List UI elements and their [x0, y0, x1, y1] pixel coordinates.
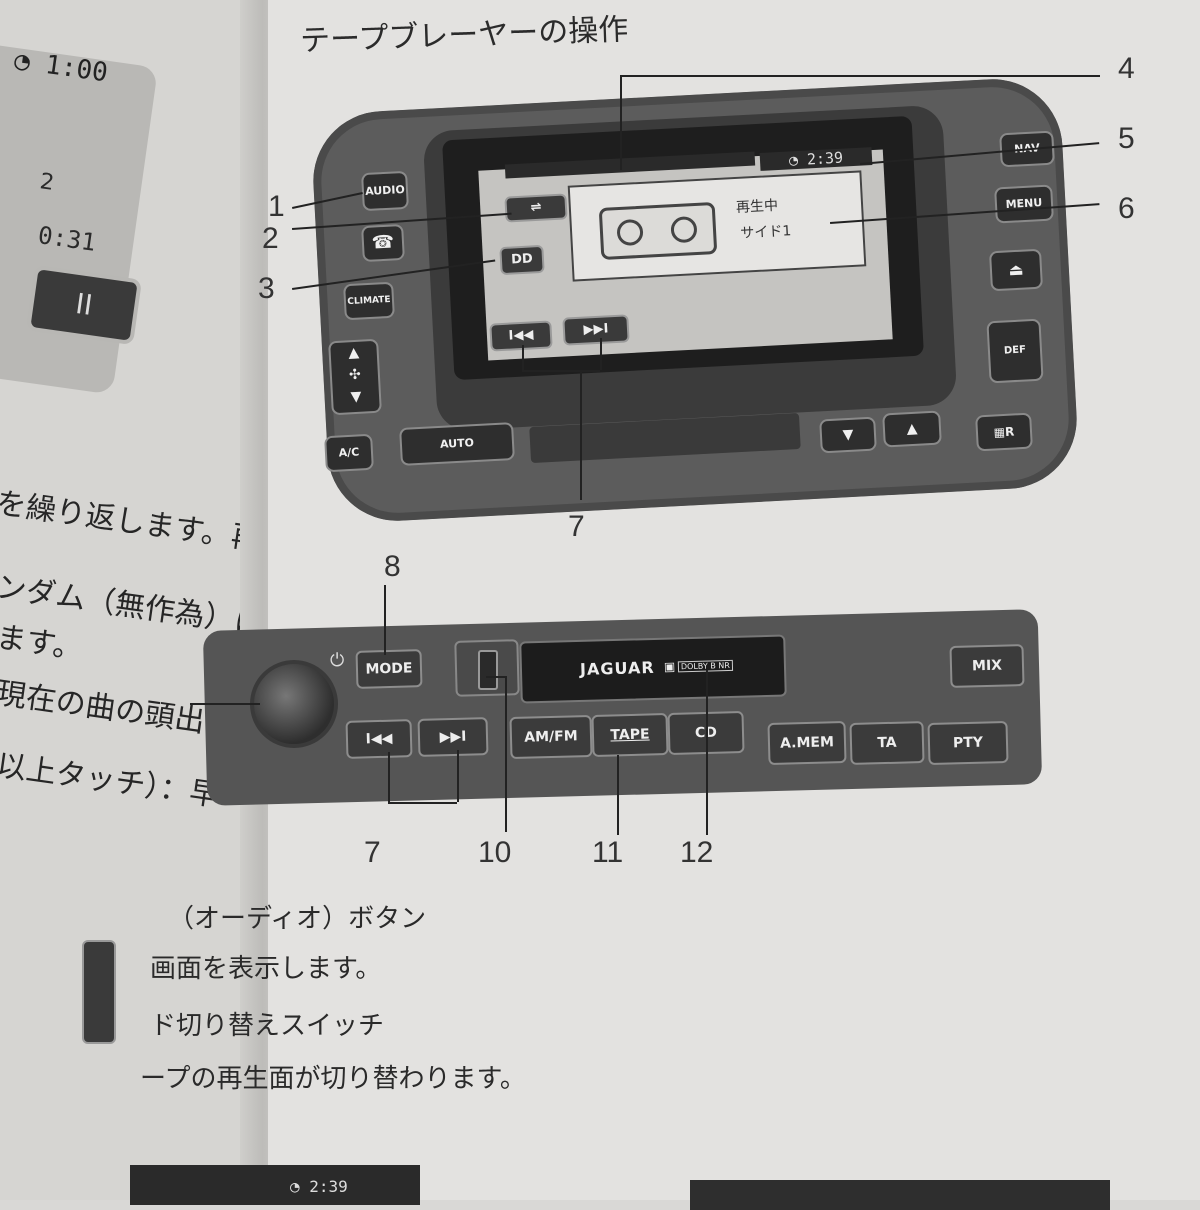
status-playing: 再生中 — [735, 197, 779, 216]
auto-button[interactable]: AUTO — [399, 422, 515, 466]
climate-button[interactable]: CLIMATE — [343, 281, 395, 321]
callout-line — [617, 755, 619, 835]
bottom-clock: ◔ 2:39 — [290, 1177, 348, 1196]
callout-line — [580, 370, 582, 500]
front-defrost-button[interactable]: DEF — [986, 318, 1044, 384]
radio-display: JAGUAR ▣ DOLBY B NR — [519, 634, 787, 704]
callout-1: 1 — [268, 190, 285, 223]
audio-button[interactable]: AUDIO — [361, 170, 409, 212]
callout-10: 10 — [478, 836, 512, 869]
eject-switch-icon — [82, 940, 116, 1044]
left-text-line: ます。 — [0, 619, 86, 667]
status-side: サイド1 — [740, 223, 792, 242]
callout-line — [600, 338, 602, 370]
bottom-screen-image-2 — [690, 1180, 1110, 1210]
bottom-screen-image: ◔ 2:39 — [130, 1165, 420, 1205]
ta-button[interactable]: TA — [849, 721, 925, 765]
left-text-line: を繰り返します。再 — [0, 485, 262, 558]
callout-line — [522, 345, 524, 370]
rear-defrost-button[interactable]: ▦R — [975, 412, 1033, 452]
callout-7-top: 7 — [568, 510, 585, 543]
callout-line — [505, 676, 507, 832]
left-text-line: 以上タッチ）：早 — [0, 747, 222, 814]
side-switch-button[interactable]: ⇌ — [504, 193, 568, 223]
vehicle-icon[interactable]: ⏏ — [988, 248, 1044, 292]
prev-button[interactable]: I◀◀ — [345, 719, 413, 759]
phone-icon[interactable]: ☎ — [361, 223, 405, 263]
menu-button[interactable]: MENU — [994, 184, 1054, 224]
amem-button[interactable]: A.MEM — [767, 720, 847, 766]
left-text-line: 現在の曲の頭出し — [0, 675, 237, 744]
power-icon: ⏻ — [330, 650, 345, 671]
callout-line — [457, 750, 459, 802]
callout-line — [620, 75, 622, 170]
next-button[interactable]: ▶▶I — [417, 717, 489, 757]
dolby-button[interactable]: DD — [499, 244, 545, 276]
mode-button[interactable]: MODE — [355, 649, 423, 689]
temp-up-button[interactable]: ▲ — [882, 410, 942, 448]
callout-2: 2 — [262, 222, 279, 255]
callout-line — [388, 802, 457, 804]
prev-track-button[interactable]: I◀◀ — [489, 320, 553, 352]
callout-8: 8 — [384, 550, 401, 583]
callout-line — [620, 75, 1100, 77]
callout-11: 11 — [592, 836, 624, 869]
amfm-button[interactable]: AM/FM — [509, 714, 593, 760]
ac-button[interactable]: A/C — [324, 433, 374, 473]
pty-button[interactable]: PTY — [927, 720, 1009, 766]
callout-line — [706, 670, 708, 835]
tape-button[interactable]: TAPE — [591, 713, 669, 757]
callout-line — [522, 370, 600, 372]
body-line-3: ド切り替えスイッチ — [150, 1011, 385, 1041]
reel-icon — [670, 215, 698, 244]
temp-down-button[interactable]: ▼ — [819, 416, 877, 454]
body-line-1: （オーディオ）ボタン — [168, 904, 427, 934]
callout-7-bottom: 7 — [364, 836, 381, 869]
next-track-button[interactable]: ▶▶I — [562, 314, 630, 346]
cassette-icon — [598, 202, 718, 260]
left-screen-image — [0, 40, 159, 395]
callout-line — [388, 752, 390, 802]
volume-knob[interactable] — [250, 660, 338, 748]
callout-line — [190, 703, 260, 705]
dolby-icon: ▣ — [663, 659, 676, 674]
callout-12: 12 — [680, 836, 714, 869]
callout-line — [384, 585, 386, 655]
fan-control[interactable]: ▲✣▼ — [328, 338, 382, 416]
mix-button[interactable]: MIX — [949, 644, 1025, 688]
callout-4: 4 — [1118, 52, 1135, 85]
brand-label: JAGUAR — [579, 657, 655, 679]
callout-5: 5 — [1118, 122, 1135, 155]
eject-button[interactable] — [478, 650, 498, 690]
reel-icon — [616, 218, 644, 247]
callout-3: 3 — [258, 272, 275, 305]
callout-line — [486, 676, 505, 678]
body-line-4: ープの再生面が切り替わります。 — [140, 1064, 526, 1094]
body-line-2: 画面を表示します。 — [150, 954, 382, 984]
callout-6: 6 — [1118, 192, 1135, 225]
left-page: ◔ 1:00 2 0:31 II を繰り返します。再 ンダム（無作為）に ます。… — [0, 0, 262, 1200]
